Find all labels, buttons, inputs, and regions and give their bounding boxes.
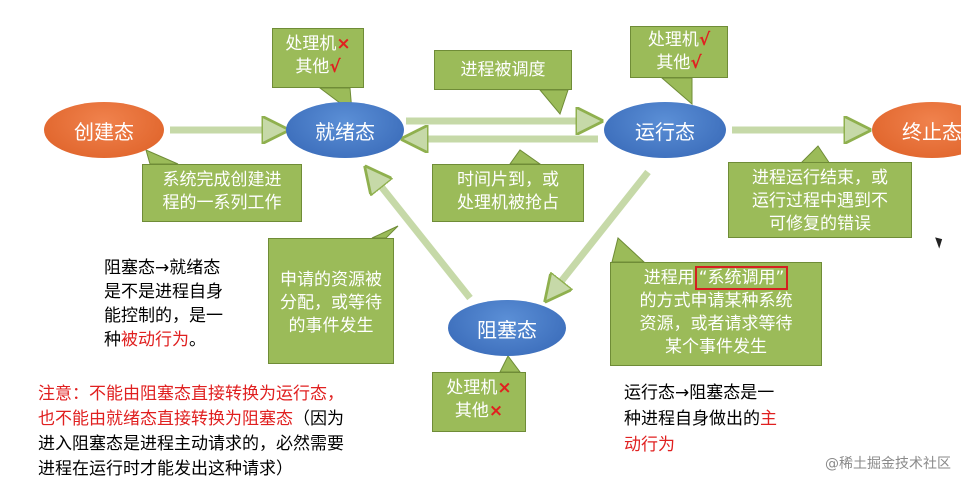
state-running: 运行态 (604, 102, 726, 158)
callout-blocked-resources: 处理机× 其他× (432, 372, 526, 432)
callout-syscall: 进程用“系统调用” 的方式申请某种系统 资源，或者请求等待 某个事件发生 (610, 262, 822, 366)
callout-tail-running-resources (660, 77, 693, 106)
note-btr-line2: 是不是进程自身 (104, 282, 223, 302)
running-processor-label: 处理机 (647, 30, 699, 50)
callout-ready-resources: 处理机× 其他√ (272, 28, 364, 88)
note-rtb-line3: 动行为 (624, 435, 675, 455)
note-rtb-line2-pre: 种进程自身做出的 (624, 409, 760, 429)
callout-granted: 申请的资源被 分配，或等待 的事件发生 (268, 238, 394, 364)
state-blocked: 阻塞态 (448, 300, 566, 356)
syscall-line1-prefix: 进程用 (643, 268, 695, 288)
cross-mark-icon: × (497, 378, 512, 398)
note-attention-line2-red: 也不能由就绪态直接转换为阻塞态 (38, 409, 293, 429)
timeslice-line2: 处理机被抢占 (457, 193, 559, 213)
note-attention: 注意：不能由阻塞态直接转换为运行态， 也不能由就绪态直接转换为阻塞态（因为 进入… (38, 382, 344, 482)
note-btr-line1: 阻塞态→就绪态 (104, 258, 221, 278)
callout-timeslice: 时间片到，或 处理机被抢占 (432, 164, 584, 222)
callout-create-done: 系统完成创建进 程的一系列工作 (142, 164, 302, 222)
note-rtb-line2-red: 主 (760, 409, 777, 429)
callout-tail-timeslice (509, 149, 542, 165)
state-terminate: 终止态 (872, 102, 961, 158)
note-btr-line3: 能控制的，是一 (104, 306, 223, 326)
note-rtb-line1: 运行态→阻塞态是一 (624, 383, 775, 403)
granted-line1: 申请的资源被 (280, 270, 382, 290)
state-ready-label: 就绪态 (315, 119, 375, 144)
callout-running-resources: 处理机√ 其他√ (630, 26, 728, 78)
callout-tail-scheduled (538, 89, 569, 116)
state-blocked-label: 阻塞态 (477, 317, 537, 342)
check-mark-icon: √ (690, 53, 702, 73)
note-btr-line4-pre: 种 (104, 330, 121, 350)
note-attention-line1: 注意：不能由阻塞态直接转换为运行态， (38, 384, 344, 404)
blocked-other-label: 其他 (454, 401, 489, 421)
note-attention-line3: 进入阻塞态是进程主动请求的，必然需要 (38, 434, 344, 454)
callout-tail-syscall (611, 237, 646, 263)
granted-line3: 的事件发生 (288, 316, 374, 336)
cross-mark-icon: × (336, 34, 351, 54)
note-blocked-to-ready: 阻塞态→就绪态 是不是进程自身 能控制的，是一 种被动行为。 (104, 256, 223, 352)
running-other-label: 其他 (656, 53, 691, 73)
ready-other-label: 其他 (295, 57, 330, 77)
note-attention-line4: 进程在运行时才能发出这种请求） (38, 459, 293, 479)
finished-line3: 可修复的错误 (769, 214, 871, 234)
state-create-label: 创建态 (74, 119, 134, 144)
syscall-highlight: “系统调用” (694, 266, 789, 290)
cross-mark-icon: × (488, 401, 504, 421)
syscall-line4: 某个事件发生 (665, 337, 767, 357)
create-done-line1: 系统完成创建进 (162, 170, 282, 190)
callout-tail-granted (371, 225, 399, 239)
arrow-running-to-blocked (548, 169, 651, 298)
note-running-to-blocked: 运行态→阻塞态是一 种进程自身做出的主 动行为 (624, 380, 777, 458)
timeslice-line1: 时间片到，或 (457, 170, 559, 190)
create-done-line2: 程的一系列工作 (162, 193, 282, 213)
blocked-processor-label: 处理机 (446, 378, 498, 398)
state-ready: 就绪态 (286, 102, 404, 158)
state-create: 创建态 (44, 102, 164, 158)
callout-tail-blocked-resources (499, 355, 521, 373)
ready-processor-label: 处理机 (285, 34, 337, 54)
note-btr-passive: 被动行为 (121, 330, 189, 350)
check-mark-icon: √ (329, 57, 341, 77)
note-attention-line2-black: （因为 (293, 409, 344, 429)
syscall-line3: 资源，或者请求等待 (639, 314, 793, 334)
finished-line2: 运行过程中遇到不 (752, 191, 888, 211)
state-running-label: 运行态 (635, 119, 695, 144)
state-terminate-label: 终止态 (902, 119, 961, 144)
watermark: @稀土掘金技术社区 (825, 456, 951, 472)
callout-scheduled: 进程被调度 (434, 50, 572, 90)
callout-tail-create-done (145, 149, 179, 165)
check-mark-icon: √ (698, 30, 711, 50)
syscall-line2: 的方式申请某种系统 (639, 291, 793, 311)
callout-finished: 进程运行结束，或 运行过程中遇到不 可修复的错误 (728, 162, 912, 238)
granted-line2: 分配，或等待 (280, 293, 382, 313)
arrow-blocked-to-ready (368, 170, 473, 301)
note-btr-line4-post: 。 (189, 330, 206, 350)
scheduled-text: 进程被调度 (460, 60, 546, 80)
finished-line1: 进程运行结束，或 (752, 168, 888, 188)
